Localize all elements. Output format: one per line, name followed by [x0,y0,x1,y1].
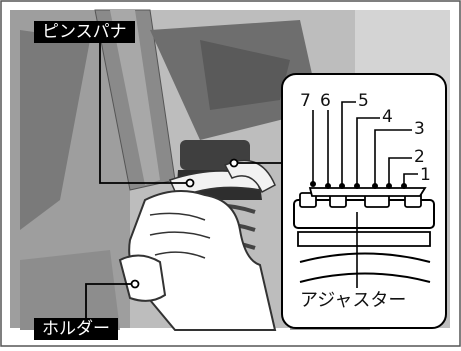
inset-cam-top [310,188,425,196]
position-label-1: 1 [420,166,431,184]
position-label-2: 2 [414,148,425,166]
position-label-5: 5 [358,92,369,110]
holder-label: ホルダー [34,318,118,340]
position-label-7: 7 [300,92,311,110]
pin-spanner-label: ピンスパナ [34,21,135,43]
position-label-3: 3 [414,120,425,138]
inset-lower-ring [298,232,430,246]
position-label-6: 6 [320,92,331,110]
position-label-4: 4 [382,108,393,126]
adjuster-label: アジャスター [300,291,406,311]
